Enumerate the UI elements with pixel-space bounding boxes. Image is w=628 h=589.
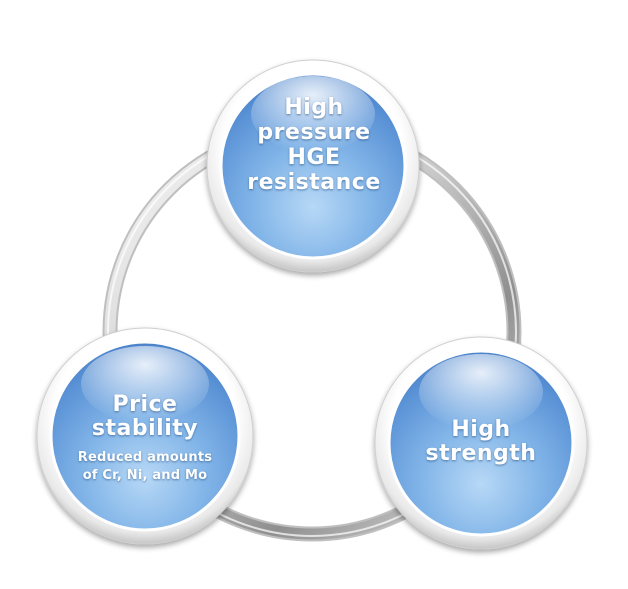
node-left-subtitle-line-2: of Cr, Ni, and Mo [82,468,208,483]
node-left [36,327,254,545]
node-left-subtitle-line-1: Reduced amounts [77,450,213,465]
node-top-line-2: pressure [257,120,371,145]
node-top-label: High pressure HGE resistance [224,95,404,195]
node-left-title-line-2: stability [91,416,199,441]
node-top-line-4: resistance [247,170,381,195]
node-top-line-3: HGE [287,145,341,170]
node-right-label: High strength [390,418,572,466]
node-top [206,59,420,273]
node-top-line-1: High [284,95,344,120]
node-left-subtitle: Reduced amounts of Cr, Ni, and Mo [50,449,240,485]
node-left-title-line-1: Price [112,392,178,417]
node-right [374,336,588,550]
node-left-label: Price stability Reduced amounts of Cr, N… [50,393,240,485]
node-right-line-1: High [451,417,511,442]
node-right-line-2: strength [425,441,537,466]
